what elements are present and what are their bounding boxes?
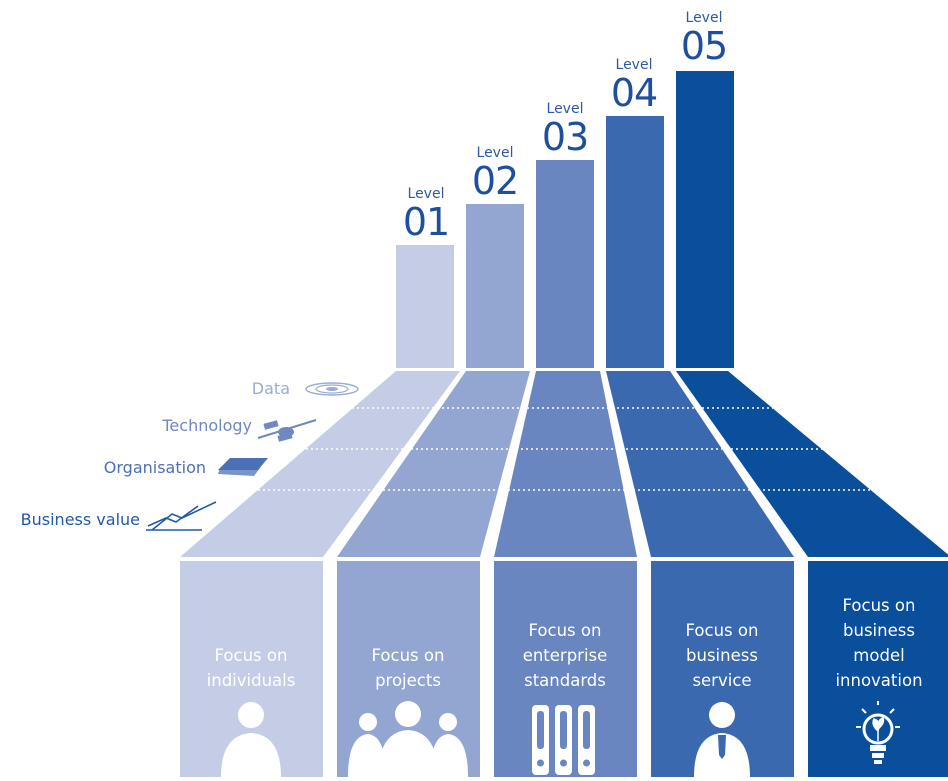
chart-icon bbox=[146, 501, 217, 531]
level-2-word: Level bbox=[476, 145, 514, 161]
level-3-word: Level bbox=[546, 101, 584, 117]
level-5-plane bbox=[676, 371, 948, 557]
level-2-number: 02 bbox=[471, 159, 519, 203]
level-5-number: 05 bbox=[680, 24, 728, 68]
satellite-icon bbox=[257, 419, 317, 442]
lightbulb-icon bbox=[856, 701, 900, 764]
level-1-column bbox=[396, 245, 454, 368]
level-5-column bbox=[676, 71, 734, 368]
group-icon bbox=[348, 701, 468, 777]
level-1-word: Level bbox=[407, 186, 445, 202]
level-2-plane bbox=[337, 371, 530, 557]
level-1-number: 01 bbox=[402, 200, 450, 244]
dimension-technology-label: Technology bbox=[162, 416, 252, 435]
level-4-column bbox=[606, 116, 664, 368]
person-icon bbox=[221, 702, 281, 777]
level-2-column bbox=[466, 204, 524, 368]
businessman-icon bbox=[694, 702, 750, 777]
dimension-data-label: Data bbox=[251, 379, 290, 398]
level-3-plane bbox=[494, 371, 637, 557]
level-4-plane bbox=[606, 371, 794, 557]
level-5-word: Level bbox=[685, 10, 723, 26]
level-3-number: 03 bbox=[541, 115, 589, 159]
level-3-column bbox=[536, 160, 594, 368]
binders-icon bbox=[532, 705, 595, 775]
level-4-number: 04 bbox=[610, 71, 658, 115]
dimension-organisation-label: Organisation bbox=[103, 458, 206, 477]
dimension-business-value-label: Business value bbox=[20, 510, 140, 529]
level-4-word: Level bbox=[615, 57, 653, 73]
level-1-plane bbox=[180, 371, 460, 557]
disk-icon bbox=[305, 382, 359, 396]
folder-icon bbox=[218, 458, 268, 476]
